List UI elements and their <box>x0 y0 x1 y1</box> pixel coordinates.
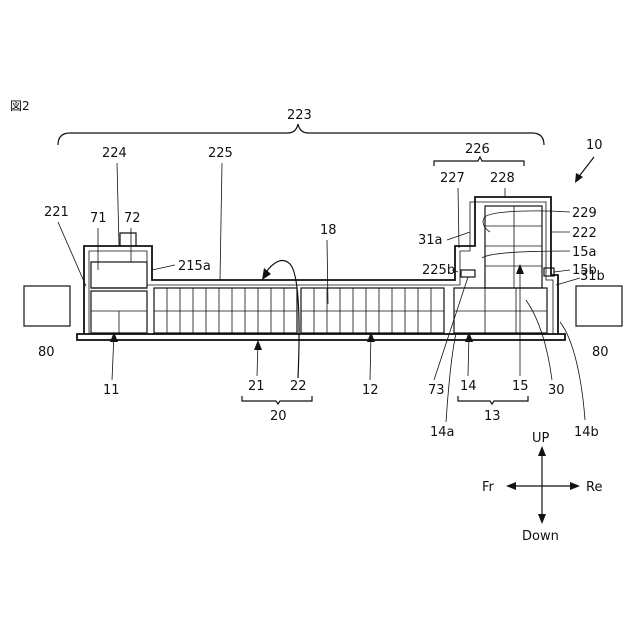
component-73 <box>461 270 475 277</box>
label-rear: Re <box>586 480 602 495</box>
label-72: 72 <box>124 211 141 226</box>
label-14b: 14b <box>574 425 599 440</box>
label-front: Fr <box>482 480 495 495</box>
box-72 <box>91 262 147 288</box>
leader-14a <box>446 334 456 422</box>
label-225: 225 <box>208 146 233 161</box>
bracket-224 <box>120 233 136 246</box>
label-227: 227 <box>440 171 465 186</box>
leader-229 <box>483 211 570 232</box>
module-15-tower <box>485 206 542 288</box>
curve-22 <box>264 261 299 378</box>
leader-227 <box>458 188 459 248</box>
module-20 <box>154 288 297 333</box>
label-228: 228 <box>490 171 515 186</box>
label-up: UP <box>532 431 550 446</box>
direction-compass <box>506 446 580 524</box>
label-31a: 31a <box>418 233 443 248</box>
up-arrowhead <box>538 446 546 456</box>
label-11: 11 <box>103 383 120 398</box>
label-10: 10 <box>586 138 603 153</box>
label-13: 13 <box>484 409 501 424</box>
external-80-right <box>576 286 622 326</box>
leader-225 <box>220 163 222 280</box>
label-30: 30 <box>548 383 565 398</box>
bottom-plate <box>77 334 565 340</box>
front-arrowhead <box>506 482 516 490</box>
label-21: 21 <box>248 379 265 394</box>
external-80-left <box>24 286 70 326</box>
brace-20 <box>242 396 312 404</box>
brace-13 <box>458 396 528 404</box>
label-221: 221 <box>44 205 69 220</box>
label-20: 20 <box>270 409 287 424</box>
leader-31b <box>556 278 580 285</box>
label-222: 222 <box>572 226 597 241</box>
down-arrowhead <box>538 514 546 524</box>
label-73: 73 <box>428 383 445 398</box>
brace-226 <box>434 157 524 166</box>
label-226: 226 <box>465 142 490 157</box>
label-80-left: 80 <box>38 345 55 360</box>
label-229: 229 <box>572 206 597 221</box>
label-215a: 215a <box>178 259 211 274</box>
label-225b: 225b <box>422 263 455 278</box>
leader-15a <box>482 251 570 258</box>
label-down: Down <box>522 529 559 544</box>
module-13 <box>454 288 547 333</box>
leader-21-head <box>254 340 262 350</box>
label-71: 71 <box>90 211 107 226</box>
label-14a: 14a <box>430 425 455 440</box>
label-80-right: 80 <box>592 345 609 360</box>
label-15: 15 <box>512 379 529 394</box>
leader-15b <box>554 270 570 272</box>
module-12 <box>301 288 444 333</box>
leader-215a <box>152 265 175 270</box>
leader-221 <box>58 222 86 286</box>
label-18: 18 <box>320 223 337 238</box>
label-31b: 31b <box>580 269 605 284</box>
label-224: 224 <box>102 146 127 161</box>
rear-arrowhead <box>570 482 580 490</box>
arrow-10-head <box>575 173 583 183</box>
curve-22-head <box>262 268 271 280</box>
leader-15-head <box>516 264 524 274</box>
label-12: 12 <box>362 383 379 398</box>
figure-title: 図2 <box>10 99 30 113</box>
leader-224 <box>117 163 119 246</box>
outer-case <box>84 197 558 334</box>
label-15a: 15a <box>572 245 597 260</box>
label-223: 223 <box>287 108 312 123</box>
label-14: 14 <box>460 379 477 394</box>
label-22: 22 <box>290 379 307 394</box>
